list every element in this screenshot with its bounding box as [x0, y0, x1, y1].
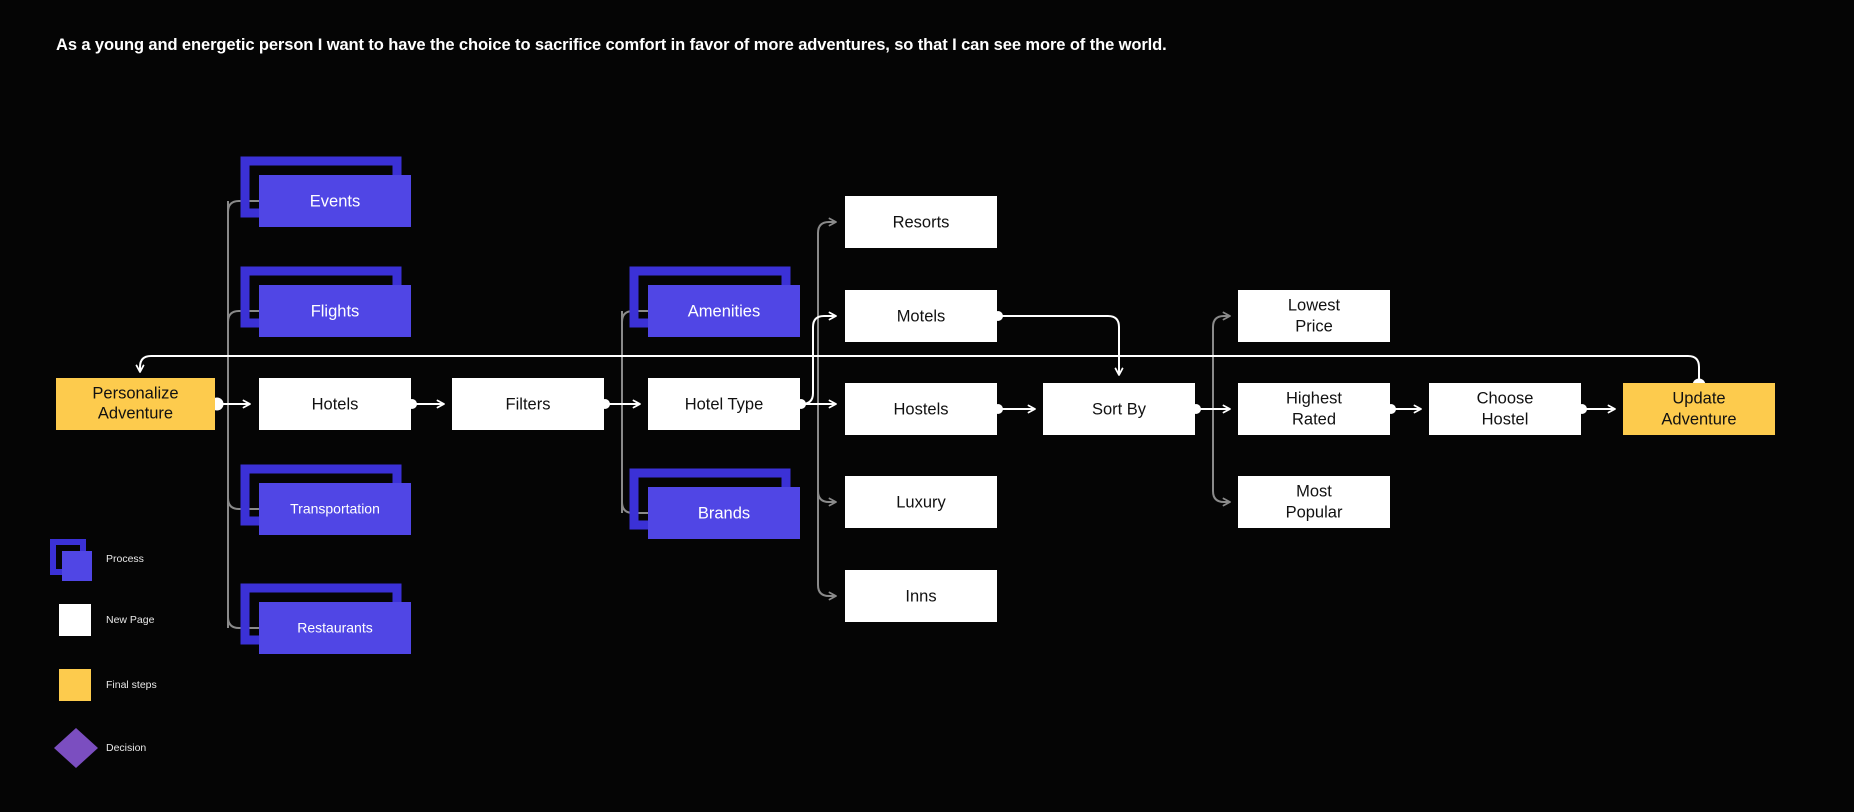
node-amenities[interactable]: Amenities — [629, 266, 800, 337]
node-label-flights: Flights — [311, 302, 360, 320]
node-label-choose-hostel-line2: Hostel — [1482, 410, 1529, 428]
node-lowest-price[interactable]: Lowest Price — [1238, 290, 1390, 342]
node-label-inns: Inns — [905, 587, 936, 605]
edge-group-branches — [219, 200, 1231, 629]
edge-hoteltype-to-inns — [817, 404, 837, 601]
final-steps-icon — [59, 669, 91, 701]
node-label-transportation: Transportation — [290, 501, 380, 517]
edge-update-adventure-loopback — [135, 355, 1700, 383]
node-inns[interactable]: Inns — [845, 570, 997, 622]
legend-label-decision: Decision — [106, 742, 146, 754]
node-resorts[interactable]: Resorts — [845, 196, 997, 248]
legend-label-process: Process — [106, 553, 144, 565]
node-flights[interactable]: Flights — [240, 266, 411, 337]
legend: Process New Page Final steps Decision — [50, 539, 157, 768]
node-label-resorts: Resorts — [893, 213, 950, 231]
edge-branch-events — [227, 200, 259, 213]
edge-sortby-to-most-popular — [1212, 409, 1231, 507]
node-filters[interactable]: Filters — [452, 378, 604, 430]
process-icon — [50, 539, 92, 581]
edge-hoteltype-to-motels — [801, 311, 837, 405]
node-hotel-type[interactable]: Hotel Type — [648, 378, 800, 430]
node-label-update-adventure-line2: Adventure — [1661, 410, 1736, 428]
node-label-restaurants: Restaurants — [297, 620, 372, 636]
node-label-hotels: Hotels — [312, 395, 359, 413]
legend-item-final-steps: Final steps — [59, 669, 157, 701]
edge-group-main — [135, 311, 1700, 414]
node-label-hostels: Hostels — [893, 400, 948, 418]
node-label-highest-rated-line2: Rated — [1292, 410, 1336, 428]
node-label-sort-by: Sort By — [1092, 400, 1147, 418]
node-sort-by[interactable]: Sort By — [1043, 383, 1195, 435]
edge-motels-to-sortby — [999, 315, 1124, 376]
node-label-hotel-type: Hotel Type — [685, 395, 764, 413]
decision-icon — [54, 728, 98, 768]
node-label-personalize-adventure-line2: Adventure — [98, 404, 173, 422]
node-label-personalize-adventure-line1: Personalize — [92, 384, 178, 402]
node-label-events: Events — [310, 192, 360, 210]
edge-branch-restaurants — [227, 616, 259, 629]
node-label-luxury: Luxury — [896, 493, 946, 511]
node-label-amenities: Amenities — [688, 302, 760, 320]
node-transportation[interactable]: Transportation — [240, 464, 411, 535]
edge-branch-transportation — [227, 497, 259, 510]
edge-sortby-to-lowest-price — [1212, 311, 1231, 409]
new-page-icon — [59, 604, 91, 636]
node-label-most-popular-line1: Most — [1296, 482, 1332, 500]
node-update-adventure[interactable]: Update Adventure — [1623, 383, 1775, 435]
node-label-most-popular-line2: Popular — [1286, 503, 1343, 521]
node-choose-hostel[interactable]: Choose Hostel — [1429, 383, 1581, 435]
edge-hoteltype-to-luxury — [817, 404, 837, 507]
node-label-highest-rated-line1: Highest — [1286, 389, 1342, 407]
node-luxury[interactable]: Luxury — [845, 476, 997, 528]
legend-item-process: Process — [50, 539, 144, 581]
node-highest-rated[interactable]: Highest Rated — [1238, 383, 1390, 435]
node-motels[interactable]: Motels — [845, 290, 997, 342]
node-events[interactable]: Events — [240, 156, 411, 227]
legend-item-new-page: New Page — [59, 604, 155, 636]
node-hotels[interactable]: Hotels — [259, 378, 411, 430]
node-label-motels: Motels — [897, 307, 946, 325]
legend-label-new-page: New Page — [106, 614, 155, 626]
edge-branch-flights — [227, 310, 259, 323]
legend-item-decision: Decision — [54, 728, 146, 768]
node-brands[interactable]: Brands — [629, 468, 800, 539]
legend-label-final-steps: Final steps — [106, 679, 157, 691]
node-hostels[interactable]: Hostels — [845, 383, 997, 435]
user-story-title: As a young and energetic person I want t… — [56, 36, 1167, 54]
node-label-choose-hostel-line1: Choose — [1477, 389, 1534, 407]
node-personalize-adventure[interactable]: Personalize Adventure — [56, 378, 215, 430]
node-most-popular[interactable]: Most Popular — [1238, 476, 1390, 528]
node-label-lowest-price-line2: Price — [1295, 317, 1333, 335]
node-label-update-adventure-line1: Update — [1672, 389, 1725, 407]
node-label-lowest-price-line1: Lowest — [1288, 296, 1341, 314]
edge-hoteltype-to-resorts — [817, 217, 837, 404]
node-label-brands: Brands — [698, 504, 750, 522]
node-label-filters: Filters — [506, 395, 551, 413]
node-restaurants[interactable]: Restaurants — [240, 583, 411, 654]
